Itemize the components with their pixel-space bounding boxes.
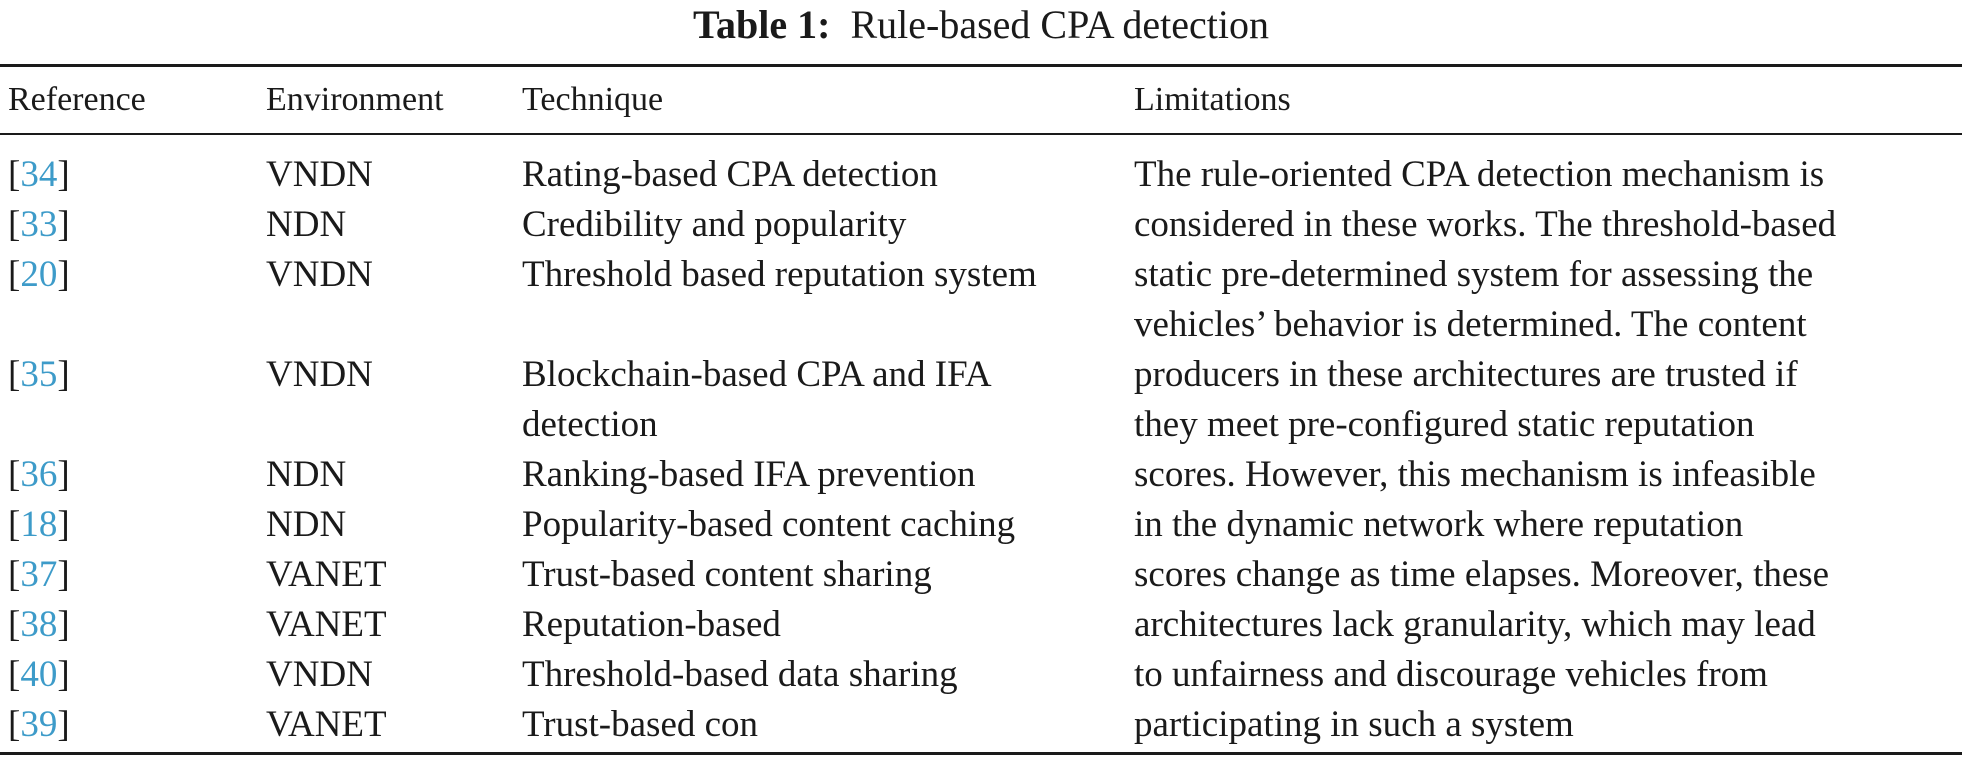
- limitations-line: architectures lack granularity, which ma…: [1134, 604, 1816, 645]
- citation-link[interactable]: 18: [20, 504, 58, 545]
- caption-label: Table 1:: [693, 2, 831, 47]
- reference-cell: [18]: [8, 504, 70, 545]
- limitations-line: The rule-oriented CPA detection mechanis…: [1134, 154, 1825, 195]
- technique-cell: Ranking-based IFA prevention: [522, 454, 976, 495]
- limitations-cell: The rule-oriented CPA detection mechanis…: [1134, 150, 1962, 750]
- reference-cell: [40]: [8, 654, 70, 695]
- citation-link[interactable]: 36: [20, 454, 58, 495]
- header-technique: Technique: [522, 81, 664, 118]
- citation-link[interactable]: 34: [20, 154, 58, 195]
- environment-cell: NDN: [266, 454, 347, 495]
- reference-cell: [38]: [8, 604, 70, 645]
- reference-cell: [34]: [8, 154, 70, 195]
- table-row: [20] VNDN Threshold based reputation sys…: [0, 250, 1962, 350]
- table-row: [34] VNDN Rating-based CPA detection: [0, 150, 1962, 200]
- caption-title: Rule-based CPA detection: [850, 2, 1269, 47]
- environment-cell: VANET: [266, 554, 387, 595]
- limitations-line: static pre-determined system for assessi…: [1134, 254, 1814, 295]
- technique-cell: Trust-based content sharing: [522, 554, 932, 595]
- technique-cell: Reputation-based: [522, 604, 781, 645]
- header-reference: Reference: [8, 81, 146, 118]
- citation-link[interactable]: 35: [20, 354, 58, 395]
- limitations-line: they meet pre-configured static reputati…: [1134, 404, 1755, 445]
- limitations-line: scores. However, this mechanism is infea…: [1134, 454, 1816, 495]
- table-row: [39] VANET Trust-based con: [0, 700, 1962, 750]
- environment-cell: VNDN: [266, 254, 373, 295]
- environment-cell: VNDN: [266, 654, 373, 695]
- technique-cell: Credibility and popularity: [522, 204, 907, 245]
- header-limitations: Limitations: [1134, 81, 1291, 118]
- table-row: [40] VNDN Threshold-based data sharing: [0, 650, 1962, 700]
- environment-cell: VNDN: [266, 354, 373, 395]
- header-rule: [0, 133, 1962, 135]
- technique-cell: Blockchain-based CPA and IFA detection: [522, 354, 990, 445]
- technique-cell: Threshold based reputation system: [522, 254, 1037, 295]
- citation-link[interactable]: 38: [20, 604, 58, 645]
- technique-cell: Rating-based CPA detection: [522, 154, 938, 195]
- environment-cell: NDN: [266, 204, 347, 245]
- table-row: [38] VANET Reputation-based: [0, 600, 1962, 650]
- limitations-line: considered in these works. The threshold…: [1134, 204, 1837, 245]
- limitations-line: scores change as time elapses. Moreover,…: [1134, 554, 1830, 595]
- environment-cell: VANET: [266, 704, 387, 745]
- reference-cell: [39]: [8, 704, 70, 745]
- citation-link[interactable]: 33: [20, 204, 58, 245]
- technique-cell: Trust-based con: [522, 704, 759, 745]
- bottom-rule: [0, 752, 1962, 755]
- environment-cell: VNDN: [266, 154, 373, 195]
- citation-link[interactable]: 40: [20, 654, 58, 695]
- citation-link[interactable]: 37: [20, 554, 58, 595]
- environment-cell: NDN: [266, 504, 347, 545]
- limitations-line: in the dynamic network where reputation: [1134, 504, 1744, 545]
- reference-cell: [35]: [8, 354, 70, 395]
- top-rule: [0, 64, 1962, 67]
- environment-cell: VANET: [266, 604, 387, 645]
- table-caption: Table 1: Rule-based CPA detection: [0, 0, 1962, 50]
- table-row: [33] NDN Credibility and popularity: [0, 200, 1962, 250]
- limitations-line: producers in these architectures are tru…: [1134, 354, 1798, 395]
- reference-cell: [36]: [8, 454, 70, 495]
- technique-cell: Popularity-based content caching: [522, 504, 1016, 545]
- limitations-line: vehicles’ behavior is determined. The co…: [1134, 304, 1807, 345]
- limitations-line: to unfairness and discourage vehicles fr…: [1134, 654, 1768, 695]
- reference-cell: [20]: [8, 254, 70, 295]
- citation-link[interactable]: 39: [20, 704, 58, 745]
- reference-cell: [33]: [8, 204, 70, 245]
- technique-cell: Threshold-based data sharing: [522, 654, 958, 695]
- header-environment: Environment: [266, 81, 444, 118]
- table-row: [37] VANET Trust-based content sharing: [0, 550, 1962, 600]
- citation-link[interactable]: 20: [20, 254, 58, 295]
- table-body: [34] VNDN Rating-based CPA detection [33…: [0, 150, 1962, 750]
- reference-cell: [37]: [8, 554, 70, 595]
- limitations-line: participating in such a system: [1134, 704, 1574, 745]
- table-row: [36] NDN Ranking-based IFA prevention: [0, 450, 1962, 500]
- table-row: [35] VNDN Blockchain-based CPA and IFA d…: [0, 350, 1962, 450]
- table-row: [18] NDN Popularity-based content cachin…: [0, 500, 1962, 550]
